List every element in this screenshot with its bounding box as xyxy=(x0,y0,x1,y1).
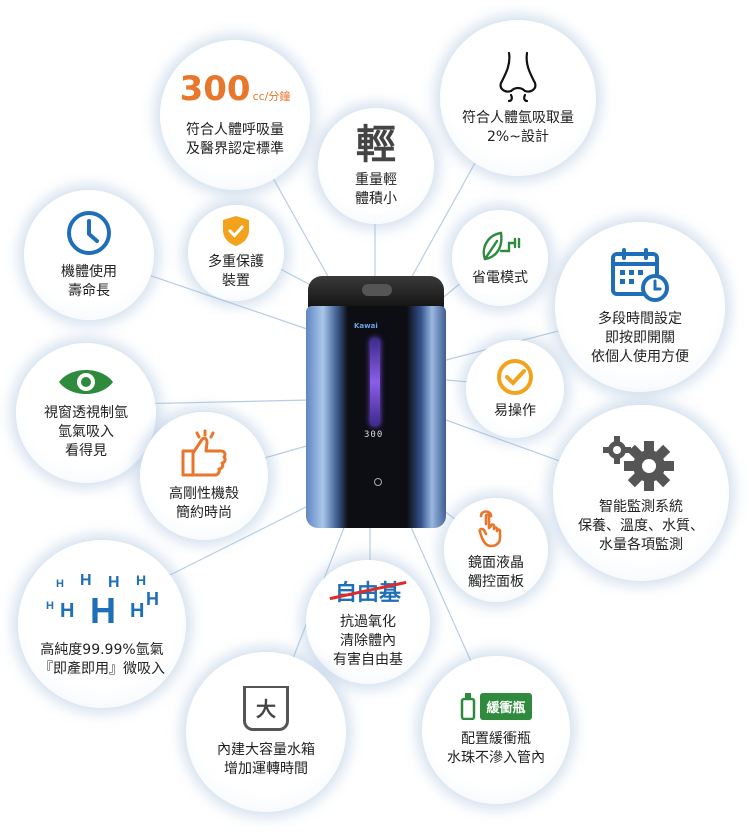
feature-concentration: 符合人體氫吸取量 2%~設計 xyxy=(440,20,596,176)
device-view-window xyxy=(370,338,380,426)
svg-text:H: H xyxy=(130,600,144,622)
buffer-bottle-label: 配置緩衝瓶 水珠不滲入管內 xyxy=(447,731,545,766)
concentration-label: 符合人體氫吸取量 2%~設計 xyxy=(462,110,574,145)
feature-monitoring: 智能監測系統 保養、溫度、水質、 水量各項監測 xyxy=(553,405,729,581)
touch-panel-label: 鏡面液晶 觸控面板 xyxy=(468,555,524,590)
lifespan-label: 機體使用 壽命長 xyxy=(61,264,117,299)
feature-lifespan: 機體使用 壽命長 xyxy=(24,190,154,320)
protection-label: 多重保護 裝置 xyxy=(208,254,264,289)
thumbs-up-icon xyxy=(181,429,227,477)
feature-purity: H H H H H H H H H 高純度99.99%氫氣 『即產即用』微吸入 xyxy=(18,540,186,708)
nose-icon xyxy=(499,51,537,103)
device-display: 300 xyxy=(364,430,384,440)
light-weight-label: 重量輕 體積小 xyxy=(355,172,397,207)
feature-rigid-shell: 高剛性機殼 簡約時尚 xyxy=(140,412,268,540)
large-tank-label: 內建大容量水箱 增加運轉時間 xyxy=(217,741,315,777)
buffer-bottle-tag: 緩衝瓶 xyxy=(480,692,532,720)
purity-label: 高純度99.99%氫氣 『即產即用』微吸入 xyxy=(39,642,165,677)
svg-text:H: H xyxy=(80,572,92,589)
feature-window: 視窗透視制氫 氫氣吸入 看得見 xyxy=(16,343,156,483)
device-body: Kawai 300 xyxy=(306,306,446,528)
monitoring-label: 智能監測系統 保養、溫度、水質、 水量各項監測 xyxy=(578,498,704,553)
feature-easy-operation: 易操作 xyxy=(466,340,564,438)
water-tank-icon-text: 大 xyxy=(256,697,276,721)
window-label: 視窗透視制氫 氫氣吸入 看得見 xyxy=(44,404,128,459)
feature-timer: 多段時間設定 即按即開關 依個人使用方便 xyxy=(555,222,725,392)
hydrogen-generator-device: Kawai 300 xyxy=(306,276,446,528)
device-logo: Kawai xyxy=(354,322,378,330)
svg-text:H: H xyxy=(108,574,120,591)
calendar-clock-icon xyxy=(611,247,669,302)
bottle-icon xyxy=(461,693,476,720)
hydrogen-letters-icon: H H H H H H H H H xyxy=(46,572,159,631)
flow-rate-label: 符合人體呼吸量 及醫界認定標準 xyxy=(186,122,284,157)
easy-operation-label: 易操作 xyxy=(494,402,536,419)
svg-text:H: H xyxy=(60,600,74,622)
device-outlet xyxy=(362,284,392,296)
svg-text:H: H xyxy=(136,572,146,588)
svg-text:H: H xyxy=(56,578,64,590)
device-power-button xyxy=(374,478,382,486)
feature-large-tank: 大 內建大容量水箱 增加運轉時間 xyxy=(186,652,346,812)
feature-power-saving: 省電模式 xyxy=(452,210,548,306)
svg-text:H: H xyxy=(90,590,116,631)
rigid-shell-label: 高剛性機殼 簡約時尚 xyxy=(169,486,239,521)
svg-text:H: H xyxy=(46,600,54,612)
feature-free-radical: 自由基 抗過氧化 清除體內 有害自由基 xyxy=(306,560,430,684)
clock-icon xyxy=(67,211,111,255)
shield-check-icon xyxy=(223,216,249,246)
timer-label: 多段時間設定 即按即開關 依個人使用方便 xyxy=(591,310,689,365)
water-tank-icon: 大 xyxy=(243,685,289,731)
light-weight-headline: 輕 xyxy=(356,121,396,168)
free-radical-headline: 自由基 xyxy=(335,575,401,607)
leaf-plug-icon xyxy=(482,231,521,260)
feature-buffer-bottle: 緩衝瓶 配置緩衝瓶 水珠不滲入管內 xyxy=(422,656,570,804)
feature-touch-panel: 鏡面液晶 觸控面板 xyxy=(444,498,548,602)
touch-hand-icon xyxy=(478,510,502,548)
power-saving-label: 省電模式 xyxy=(472,269,528,286)
feature-protection: 多重保護 裝置 xyxy=(188,205,284,301)
eye-icon xyxy=(59,369,113,394)
free-radical-label: 抗過氧化 清除體內 有害自由基 xyxy=(333,613,403,668)
buffer-bottle-badge: 緩衝瓶 xyxy=(460,692,532,720)
device-lid xyxy=(308,276,444,310)
check-circle-icon xyxy=(497,358,533,395)
feature-light-weight: 輕 重量輕 體積小 xyxy=(318,108,434,224)
gears-icon xyxy=(603,435,674,491)
flow-rate-unit: cc/分鐘 xyxy=(252,90,291,103)
svg-text:H: H xyxy=(146,589,159,609)
